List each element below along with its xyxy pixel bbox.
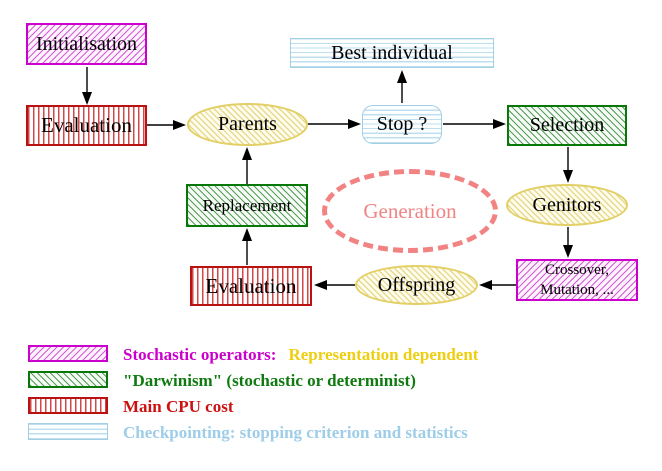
legend-label-checkpointing: Checkpointing: stopping criterion and st… — [123, 422, 468, 443]
mutation-line: Mutation, ... — [540, 282, 614, 298]
legend-label-darwinism: "Darwinism" (stochastic or determinist) — [123, 370, 416, 391]
legend-label-main-cpu-cost: Main CPU cost — [123, 396, 233, 417]
node-genitors: Genitors — [506, 184, 628, 226]
arrow-genitors-to-crossover — [563, 227, 573, 258]
arrow-evaluation-to-parents — [147, 120, 186, 130]
node-selection-label: Selection — [529, 114, 605, 136]
legend-label-stochastic-operators: Stochastic operators: Representation depe… — [123, 344, 478, 365]
legend-text-main-cpu-cost: Main CPU cost — [123, 397, 234, 416]
node-crossover-mutation-label: Crossover, Mutation, ... — [540, 260, 614, 301]
node-selection: Selection — [507, 105, 627, 146]
arrow-offspring-to-evaluation — [314, 280, 355, 290]
node-evaluation-top: Evaluation — [26, 105, 147, 146]
crossover-line: Crossover, — [545, 261, 609, 278]
legend-text-stochastic: Stochastic operators: — [123, 345, 277, 364]
generation-label: Generation — [363, 198, 457, 223]
arrow-replacement-to-parents — [242, 147, 252, 184]
arrow-crossover-to-offspring — [479, 280, 516, 290]
legend-text-representation: Representation dependent — [288, 345, 479, 364]
node-best-individual-label: Best individual — [331, 41, 453, 64]
arrow-stop-to-selection — [443, 119, 506, 129]
legend-swatch-stochastic-operators — [28, 345, 108, 362]
node-initialisation-label: Initialisation — [35, 32, 138, 55]
node-parents: Parents — [187, 103, 308, 146]
node-genitors-label: Genitors — [532, 193, 602, 216]
node-offspring: Offspring — [355, 265, 478, 305]
legend-swatch-main-cpu-cost — [28, 397, 108, 414]
legend-text-darwinism: "Darwinism" (stochastic or determinist) — [123, 371, 416, 390]
legend-swatch-checkpointing — [28, 423, 108, 440]
node-parents-label: Parents — [218, 113, 277, 135]
generation-cycle-ellipse: Generation — [322, 169, 498, 253]
node-replacement-label: Replacement — [202, 195, 292, 215]
arrow-parents-to-stop — [308, 119, 361, 129]
node-evaluation-top-label: Evaluation — [41, 113, 132, 138]
arrow-initialisation-to-evaluation — [82, 67, 92, 105]
node-evaluation-bottom: Evaluation — [190, 266, 312, 306]
arrow-selection-to-genitors — [563, 147, 573, 183]
node-initialisation: Initialisation — [26, 23, 147, 65]
node-crossover-mutation: Crossover, Mutation, ... — [516, 259, 638, 301]
legend-text-checkpointing: Checkpointing: stopping criterion and st… — [123, 423, 468, 442]
arrow-evaluation-to-replacement — [242, 228, 252, 265]
node-offspring-label: Offspring — [377, 273, 456, 296]
node-evaluation-bottom-label: Evaluation — [205, 273, 297, 298]
legend-swatch-darwinism — [28, 371, 108, 388]
node-best-individual: Best individual — [290, 38, 494, 68]
node-replacement: Replacement — [186, 184, 308, 227]
node-stop-label: Stop ? — [376, 113, 428, 135]
node-stop: Stop ? — [362, 105, 442, 144]
arrow-stop-to-best-individual — [397, 70, 407, 103]
